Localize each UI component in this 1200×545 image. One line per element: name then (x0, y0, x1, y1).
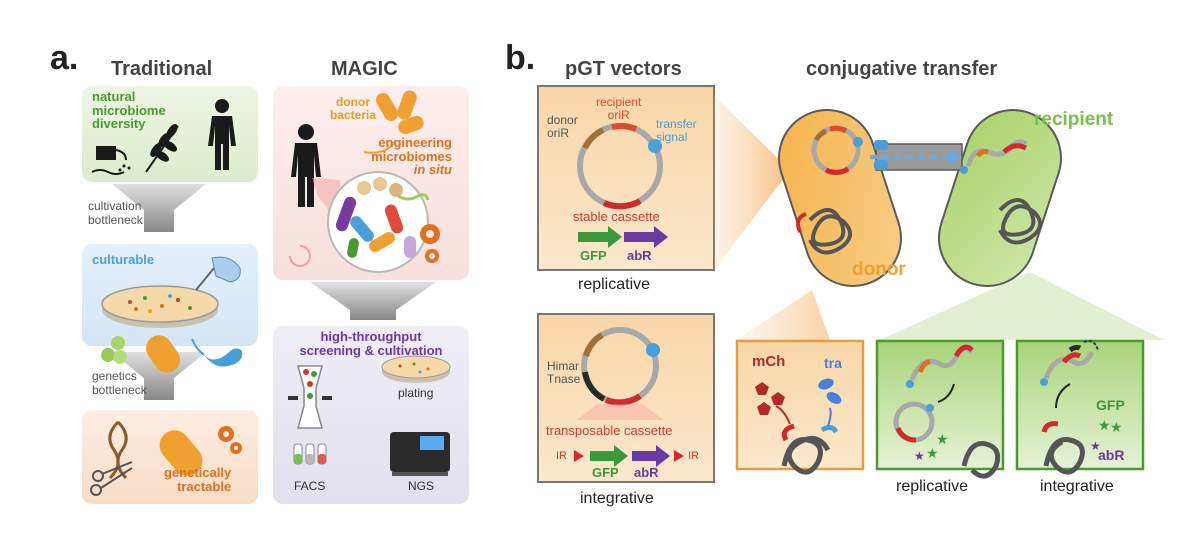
integrative-plasmid (581, 327, 659, 406)
integrative-cassette (574, 445, 684, 467)
magic-heading: MAGIC (331, 58, 398, 80)
zoom-cone-donor (714, 96, 790, 270)
cultivation-arrow (112, 184, 206, 232)
replicative-result-caption: replicative (896, 478, 969, 495)
integrative-gfp-label: GFP (592, 465, 619, 480)
replicative-recipient-box (875, 339, 1005, 471)
wastewater-icon (91, 146, 131, 175)
recipient-cell (938, 109, 1062, 287)
gfp-label: GFP (580, 248, 607, 263)
engineering-label: engineering microbiomes in situ (371, 135, 452, 178)
cycle-arrow-icon (289, 245, 311, 267)
tractable-label: genetically tractable (164, 465, 232, 494)
recipient-chromosome (998, 198, 1042, 245)
plating-label: plating (398, 386, 434, 400)
petri-dish-icon (101, 285, 219, 328)
bacteria-cluster (101, 335, 243, 373)
transposition-arrow (1083, 340, 1099, 351)
hts-label: high-throughput screening & cultivation (299, 329, 443, 359)
donor-chromosome (796, 208, 852, 255)
replicative-cassette (578, 226, 668, 248)
donor-arrow (363, 139, 397, 154)
recipient-abr-label: abR (1098, 447, 1125, 463)
donor-orir-label: donor oriR (547, 113, 578, 140)
svg-text:★: ★ (914, 449, 925, 463)
genetics-arrow (112, 352, 206, 400)
gut-microbiome-circle (327, 171, 430, 273)
ngs-label: NGS (408, 479, 435, 493)
svg-text:★: ★ (1090, 439, 1101, 453)
recipient-gfp-label: GFP (1096, 397, 1125, 413)
ir-right-label: IR (688, 450, 699, 462)
tra-protein-icon (818, 378, 842, 404)
scissors-icon (90, 461, 133, 496)
mcherry-pentagons (755, 382, 785, 415)
replicative-products: ★ ★ ★ (914, 431, 949, 463)
natural-diversity-label: natural microbiome diversity (92, 89, 166, 132)
ir-left-label: IR (556, 450, 567, 462)
genetics-bottleneck-label: genetics bottleneck (92, 369, 147, 397)
mch-label: mCh (752, 353, 786, 370)
facs-label: FACS (294, 479, 326, 493)
integrative-recipient-chromosome (1041, 421, 1085, 475)
donor-plasmid (811, 125, 861, 175)
panel-b-letter: b. (505, 39, 536, 77)
conjugative-transfer-heading: conjugative transfer (806, 58, 998, 80)
recipient-label: recipient (1034, 109, 1114, 130)
himar-tnase-label: Himar Tnase (547, 359, 581, 386)
replicative-plasmid (577, 123, 663, 210)
stable-cassette-label: stable cassette (573, 209, 660, 224)
abr-label: abR (627, 248, 652, 263)
panel-a-letter: a. (50, 39, 79, 77)
transfer-signal-dot (646, 343, 660, 357)
donor-detail-chromosome (781, 423, 839, 475)
facs-icon (288, 365, 332, 465)
replicative-chromosome (961, 440, 1001, 479)
svg-text:★: ★ (1098, 417, 1111, 433)
integrative-abr-label: abR (634, 465, 659, 480)
transfer-signal-label: transfer signal (656, 117, 697, 144)
replicative-recipient-plasmid (893, 401, 935, 443)
integrative-vector-box (537, 313, 715, 483)
integrative-result-caption: integrative (1040, 478, 1114, 495)
plating-dish-icon (381, 355, 451, 383)
donor-bacterium-icon (159, 430, 203, 476)
circularize-arrow (937, 383, 955, 403)
svg-text:★: ★ (926, 445, 939, 461)
human-icon (208, 99, 236, 170)
donor-label: donor (852, 259, 906, 280)
transposable-cassette-label: transposable cassette (546, 423, 673, 438)
donor-bacteria-label: donor bacteria (330, 95, 377, 122)
gloved-hand-icon (195, 256, 241, 291)
magic-arrow (310, 282, 436, 320)
tra-label: tra (824, 355, 842, 371)
culturable-label: culturable (92, 252, 155, 267)
recipient-ssdna (965, 139, 1028, 167)
cassette-glow (576, 404, 664, 420)
gear-icon (218, 426, 242, 454)
transfer-signal-dot (648, 139, 662, 153)
cultivation-bottleneck-label: cultivation bottleneck (88, 199, 143, 227)
svg-text:★: ★ (1110, 419, 1123, 435)
ngs-sequencer-icon (390, 432, 450, 476)
traditional-heading: Traditional (111, 58, 213, 80)
zoom-cone-recipient-lower (880, 272, 1164, 340)
pgt-vectors-heading: pGT vectors (565, 58, 682, 80)
dna-icon (108, 420, 128, 480)
donor-bacteria-icon (376, 90, 424, 135)
replicative-caption: replicative (578, 276, 651, 293)
integrative-products: ★ ★ ★ (1090, 417, 1123, 453)
gear-icon (420, 224, 440, 263)
svg-text:★: ★ (936, 431, 949, 447)
recipient-orir-label: recipient oriR (596, 95, 642, 122)
human-icon (291, 124, 321, 207)
integrative-caption: integrative (580, 490, 654, 507)
plant-icon (145, 124, 179, 173)
zoom-cone-donor-lower (736, 290, 830, 340)
